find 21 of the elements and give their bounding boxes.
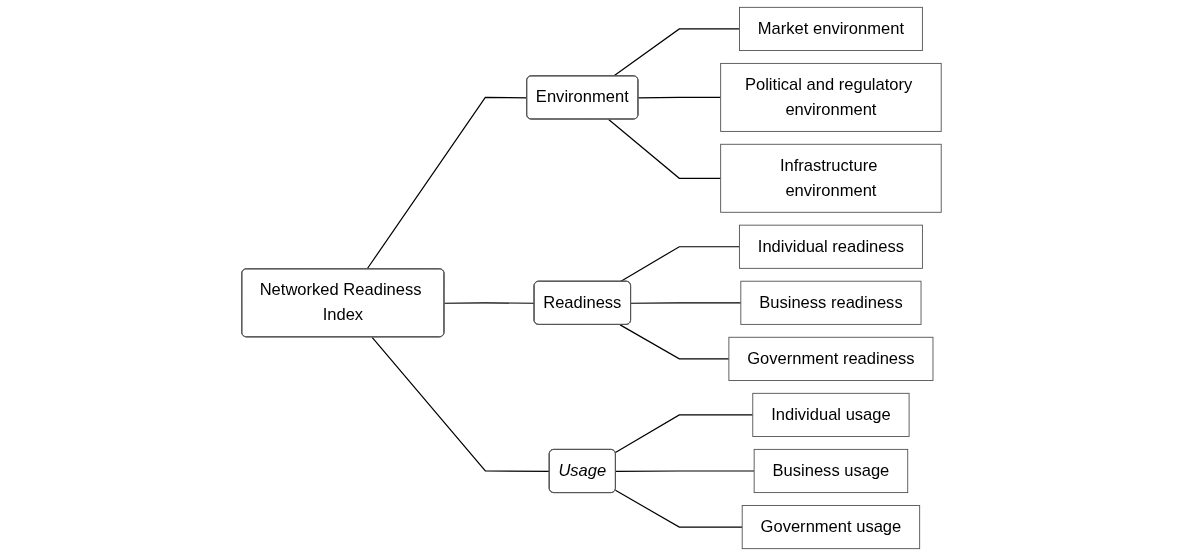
node-box: Individual readiness (739, 224, 923, 269)
node-box: Individual usage (752, 392, 910, 437)
node-box: Market environment (739, 6, 923, 51)
node-box: Political and regulatory environment (720, 62, 942, 132)
node-box: Government usage (741, 505, 921, 550)
node-box: Business usage (753, 448, 909, 494)
connector (612, 28, 741, 77)
connector (608, 118, 722, 179)
connector (637, 96, 722, 99)
connector (615, 470, 755, 473)
connector (619, 324, 730, 360)
connector (371, 336, 551, 473)
connector (619, 246, 741, 283)
connector (630, 302, 742, 304)
connector (366, 96, 528, 270)
node-box: Business readiness (740, 280, 922, 325)
connector (614, 489, 743, 528)
node-box: Infrastructure environment (720, 143, 942, 213)
connector (443, 302, 536, 304)
connector (614, 414, 754, 454)
node-box: Government readiness (728, 336, 934, 381)
